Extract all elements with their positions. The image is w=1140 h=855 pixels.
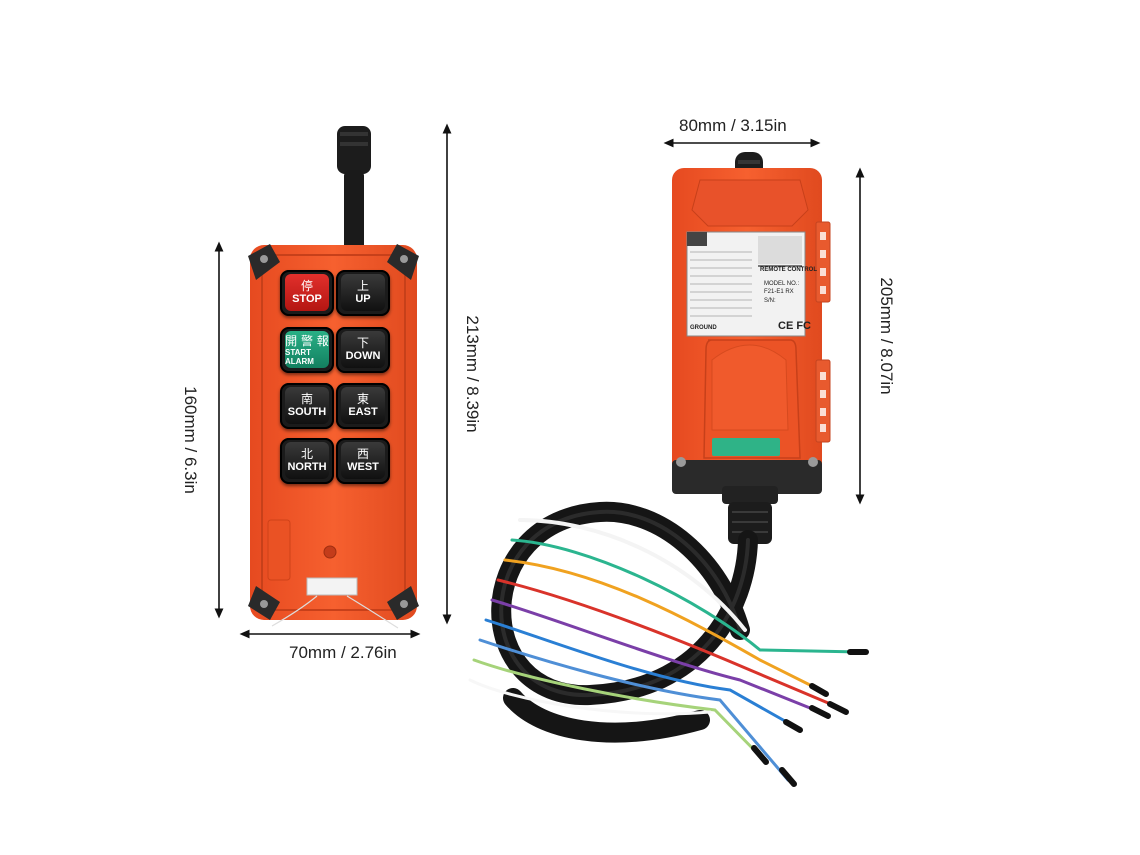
button-en-label: NORTH xyxy=(287,461,327,473)
left-width-label: 70mm / 2.76in xyxy=(289,643,397,662)
button-en-label: UP xyxy=(355,293,371,305)
button-en-label: STOP xyxy=(292,293,322,305)
transmitter-device xyxy=(248,126,419,629)
left-total-height-label: 213mm / 8.39in xyxy=(463,315,482,433)
button-cjk-label: 南 xyxy=(300,392,313,406)
button-cjk-label: 停 xyxy=(300,279,313,293)
button-cjk-label: 西 xyxy=(356,447,369,461)
receiver-ground-label: GROUND xyxy=(690,325,717,331)
button-en-label: SOUTH xyxy=(287,406,327,418)
button-en-label: EAST xyxy=(348,406,378,418)
receiver-model-value: F21-E1 RX xyxy=(764,289,794,295)
right-height-label: 205mm / 8.07in xyxy=(877,277,896,395)
left-height-label: 160mm / 6.3in xyxy=(181,386,200,494)
receiver-label-header: REMOTE CONTROL xyxy=(760,267,817,273)
button-en-label: DOWN xyxy=(345,350,381,362)
receiver-cert-marks: CE FC xyxy=(778,320,811,332)
dimension-lines xyxy=(214,123,865,639)
button-cjk-label: 下 xyxy=(356,336,369,350)
button-en-label: START ALARM xyxy=(285,347,314,366)
button-en-label: WEST xyxy=(347,461,379,473)
button-cjk-label: 上 xyxy=(356,279,369,293)
receiver-model-label: MODEL NO.: xyxy=(764,281,800,287)
receiver-cable xyxy=(468,501,869,787)
receiver-device xyxy=(672,152,831,544)
receiver-sn-label: S/N: xyxy=(764,298,776,304)
button-cjk-label: 東 xyxy=(356,392,369,406)
right-width-label: 80mm / 3.15in xyxy=(679,116,787,135)
button-cjk-label: 北 xyxy=(300,447,313,461)
button-cjk-label: 開 警 報 xyxy=(285,333,329,348)
